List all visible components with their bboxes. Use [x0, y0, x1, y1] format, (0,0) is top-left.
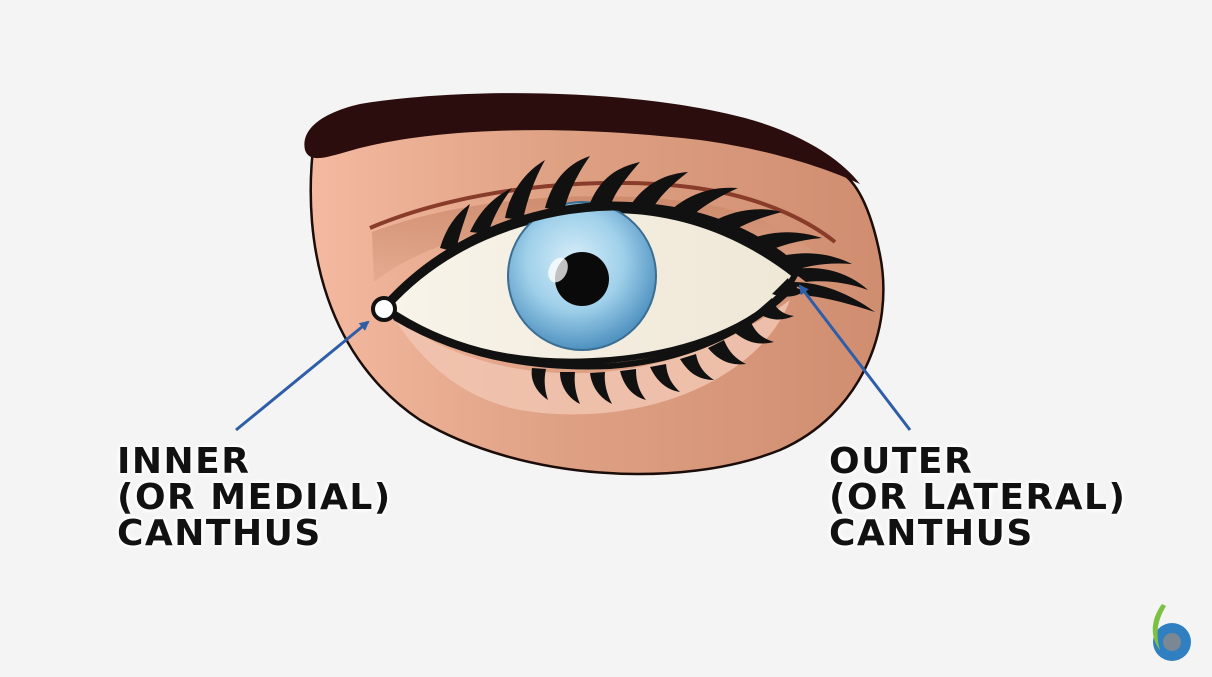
- inner-canthus-arrow: [236, 322, 368, 430]
- outer-canthus-label: OUTER (OR LATERAL) CANTHUS: [829, 444, 1126, 552]
- outer-label-line-2: (OR LATERAL): [829, 480, 1126, 516]
- inner-canthus-label: INNER (OR MEDIAL) CANTHUS: [117, 444, 392, 552]
- inner-label-line-3: CANTHUS: [117, 516, 392, 552]
- inner-canthus-mark: [373, 298, 395, 320]
- inner-label-line-2: (OR MEDIAL): [117, 480, 392, 516]
- outer-label-line-3: CANTHUS: [829, 516, 1126, 552]
- inner-label-line-1: INNER: [117, 444, 392, 480]
- outer-label-line-1: OUTER: [829, 444, 1126, 480]
- logo-icon: [1153, 604, 1191, 661]
